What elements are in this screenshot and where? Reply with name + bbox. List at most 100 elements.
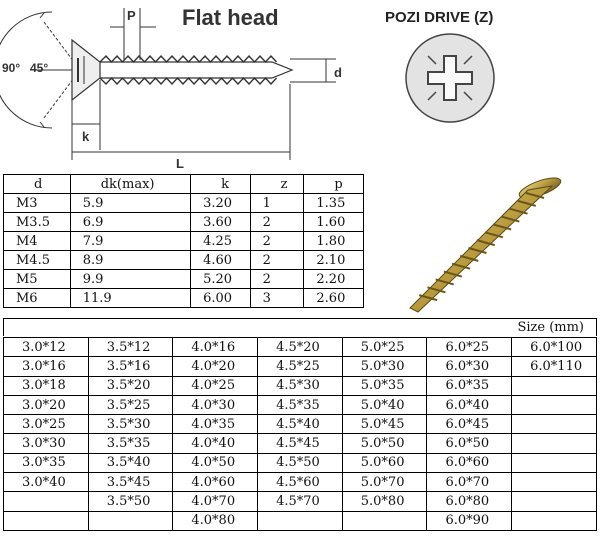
size-table-cell: 5.0*50	[341, 433, 428, 454]
size-table-cell: 3.5*45	[87, 472, 174, 493]
spec-table-cell: 1.35	[303, 193, 364, 213]
size-table-cell	[511, 414, 597, 435]
spec-table-cell: 2.60	[303, 288, 364, 308]
spec-table-header-row: d dk(max) k z p	[3, 174, 364, 194]
spec-header-cell: k	[190, 174, 251, 194]
size-table-cell: 4.5*30	[257, 375, 343, 396]
spec-table-cell: 1.80	[303, 231, 364, 251]
size-table-cell: 5.0*25	[341, 336, 428, 358]
drive-title: POZI DRIVE (Z)	[385, 9, 494, 26]
size-table-cell: 4.0*30	[172, 394, 259, 416]
size-table-cell: 6.0*40	[426, 394, 513, 416]
size-table-cell	[511, 510, 597, 531]
spec-table-cell: M3.5	[3, 212, 71, 232]
size-table-cell	[511, 375, 597, 396]
spec-table-cell: M5	[3, 269, 71, 289]
head-angle-annotation	[0, 11, 75, 129]
size-table-cell: 4.0*16	[172, 336, 259, 358]
size-table-cell: 5.0*45	[341, 414, 428, 435]
spec-table-cell: 3.60	[190, 212, 251, 232]
size-table-cell	[511, 452, 597, 474]
size-table-cell	[511, 472, 597, 493]
size-table-cell: 4.0*80	[172, 510, 259, 531]
size-table-cell: 6.0*30	[426, 356, 513, 377]
size-table-cell: 3.5*16	[87, 356, 174, 377]
size-table-cell: 3.0*40	[3, 472, 89, 493]
spec-table-cell: 2.20	[303, 269, 364, 289]
head-height-dimension	[71, 80, 101, 160]
size-table-cell: 3.5*40	[87, 452, 174, 474]
screw-outline	[71, 38, 294, 102]
size-table-cell: 4.0*40	[172, 433, 259, 454]
size-table-cell: 6.0*35	[426, 375, 513, 396]
spec-table-cell: 6.9	[69, 212, 192, 232]
size-table-cell: 6.0*110	[511, 356, 597, 377]
diameter-label: d	[334, 65, 342, 80]
spec-table-cell: 4.25	[190, 231, 251, 251]
spec-table-cell: 4.60	[190, 250, 251, 270]
size-table-cell: 3.5*25	[87, 394, 174, 416]
size-table-cell: 3.0*30	[3, 433, 89, 454]
head-height-label: k	[82, 129, 90, 144]
size-table-cell	[3, 491, 89, 512]
size-table-cell: 6.0*60	[426, 452, 513, 474]
spec-table-cell: M3	[3, 193, 71, 213]
size-table-cell: 4.0*25	[172, 375, 259, 396]
spec-table-cell: 5.9	[69, 193, 192, 213]
spec-header-cell: z	[249, 174, 305, 194]
size-table-cell: 3.5*20	[87, 375, 174, 396]
spec-table-cell: M4.5	[3, 250, 71, 270]
size-table-cell: 6.0*90	[426, 510, 513, 531]
spec-table-cell: M6	[3, 288, 71, 308]
size-table-cell	[511, 491, 597, 512]
spec-table-cell: M4	[3, 231, 71, 251]
size-table-cell: 5.0*60	[341, 452, 428, 474]
length-dimension	[72, 84, 291, 160]
pitch-label: P	[127, 8, 136, 23]
size-table-cell: 4.5*60	[257, 472, 343, 493]
spec-header-cell: dk(max)	[69, 174, 192, 194]
angle-45-label: 45°	[30, 61, 48, 75]
size-table-cell	[3, 510, 89, 531]
size-table-cell: 4.5*35	[257, 394, 343, 416]
spec-table-cell: 2	[249, 269, 305, 289]
size-table-cell: 4.5*20	[257, 336, 343, 358]
size-table-cell: 3.0*20	[3, 394, 89, 416]
screw-technical-drawing: 90° 45° P d k L	[0, 8, 562, 313]
size-table-cell: 3.0*25	[3, 414, 89, 435]
spec-table-cell: 3	[249, 288, 305, 308]
size-table-cell: 4.5*40	[257, 414, 343, 435]
spec-table-cell: 7.9	[69, 231, 192, 251]
size-table-cell	[87, 510, 174, 531]
size-table-cell: 4.5*50	[257, 452, 343, 474]
length-label: L	[176, 156, 184, 171]
pitch-dimension	[110, 8, 156, 60]
spec-table-cell: 2	[249, 250, 305, 270]
size-table-cell: 6.0*80	[426, 491, 513, 512]
size-table-cell: 4.0*35	[172, 414, 259, 435]
size-table-cell: 5.0*40	[341, 394, 428, 416]
size-table-cell: 3.5*35	[87, 433, 174, 454]
spec-table-cell: 6.00	[190, 288, 251, 308]
size-table-cell: 5.0*35	[341, 375, 428, 396]
size-table-cell: 3.5*12	[87, 336, 174, 358]
size-table-cell: 3.5*30	[87, 414, 174, 435]
size-table-cell: 3.5*50	[87, 491, 174, 512]
size-table-cell: 4.0*50	[172, 452, 259, 474]
spec-header-cell: d	[3, 174, 71, 194]
size-table-cell: 4.5*70	[257, 491, 343, 512]
spec-table-cell: 9.9	[69, 269, 192, 289]
size-table-cell: 4.5*45	[257, 433, 343, 454]
